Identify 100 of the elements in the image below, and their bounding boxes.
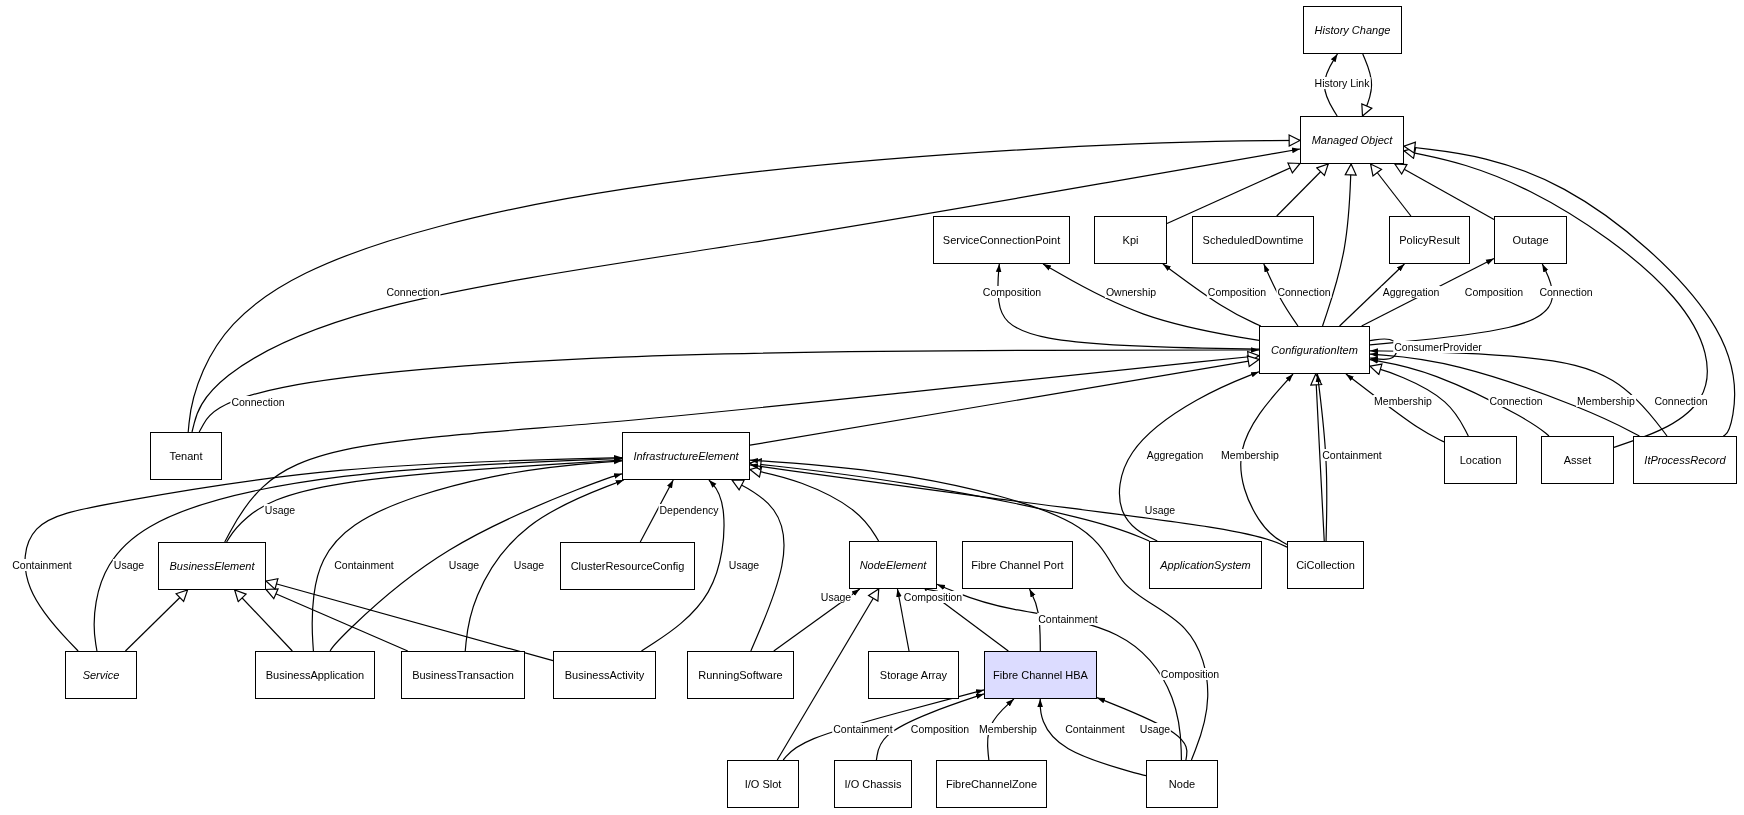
edge-label: Containment — [1321, 449, 1383, 461]
generalization-arrow — [1361, 53, 1373, 117]
class-name: BusinessActivity — [564, 668, 645, 682]
generalization-arrow — [1369, 363, 1469, 437]
class-name: FibreChannelZone — [945, 777, 1038, 791]
edge-label: Dependency — [658, 504, 720, 516]
edge-label: Usage — [263, 504, 297, 516]
edge-label: Usage — [727, 559, 761, 571]
class-box — [1259, 326, 1370, 374]
generalization-arrow — [1276, 163, 1329, 217]
edge-label: Membership — [1373, 395, 1433, 407]
generalization-arrow — [1370, 163, 1412, 217]
class-name: BusinessTransaction — [412, 668, 514, 682]
class-name: ClusterResourceConfig — [570, 559, 685, 573]
generalization-arrow — [1321, 163, 1357, 327]
arrow — [639, 479, 674, 543]
class-box — [255, 651, 375, 699]
arrow — [1369, 358, 1550, 437]
edge-label: Ownership — [1104, 286, 1158, 298]
edge-label: Connection — [1538, 286, 1594, 298]
edge-label: Usage — [819, 591, 853, 603]
class-box — [1192, 216, 1314, 264]
class-name: Managed Object — [1311, 133, 1393, 147]
edge-label: Containment — [1037, 613, 1099, 625]
class-box — [984, 651, 1097, 699]
class-name: ApplicationSystem — [1160, 558, 1251, 572]
generalization-arrow — [265, 578, 554, 662]
edge-label: Composition — [902, 591, 964, 603]
arrow — [875, 693, 985, 761]
arrow — [773, 588, 861, 652]
class-name: CiCollection — [1296, 558, 1355, 572]
class-box — [1303, 6, 1402, 54]
class-box — [1389, 216, 1470, 264]
class-box — [868, 651, 959, 699]
generalization-arrow — [1394, 163, 1495, 221]
class-name: Kpi — [1122, 233, 1139, 247]
class-name: Outage — [1512, 233, 1549, 247]
arrow — [198, 347, 1260, 433]
generalization-arrow — [234, 589, 293, 652]
class-box — [158, 542, 266, 590]
arrow — [896, 588, 910, 652]
edge-label: Containment — [333, 559, 395, 571]
class-box — [560, 542, 695, 590]
class-box — [933, 216, 1070, 264]
arrow — [1240, 373, 1294, 546]
class-box — [553, 651, 656, 699]
class-name: BusinessApplication — [265, 668, 365, 682]
class-box — [622, 432, 750, 480]
class-name: ScheduledDowntime — [1202, 233, 1304, 247]
class-name: I/O Chassis — [844, 777, 902, 791]
class-box — [834, 760, 912, 808]
class-name: ServiceConnectionPoint — [942, 233, 1061, 247]
arrow — [1037, 698, 1147, 777]
edge-label: Connection — [230, 396, 286, 408]
generalization-arrow — [265, 588, 409, 652]
class-box — [1300, 116, 1404, 164]
class-box — [1541, 436, 1614, 484]
class-box — [687, 651, 794, 699]
generalization-arrow — [731, 479, 785, 652]
class-box — [849, 541, 937, 589]
arrow — [1162, 263, 1262, 327]
class-name: BusinessElement — [169, 559, 255, 573]
edge-label: Connection — [1276, 286, 1332, 298]
class-name: Location — [1459, 453, 1502, 467]
edge-label: Membership — [978, 723, 1038, 735]
class-box — [1149, 541, 1262, 589]
arrow — [1339, 263, 1405, 327]
edge-label: Usage — [112, 559, 146, 571]
class-box — [727, 760, 799, 808]
class-name: Node — [1168, 777, 1196, 791]
generalization-arrow — [224, 350, 1260, 543]
edge-label: Aggregation — [1381, 286, 1441, 298]
class-name: Fibre Channel HBA — [993, 668, 1088, 682]
class-box — [150, 432, 222, 480]
edge-label: Composition — [1463, 286, 1525, 298]
class-name: InfrastructureElement — [633, 449, 739, 463]
edge-label: Composition — [981, 286, 1043, 298]
arrow — [749, 457, 1209, 761]
arrow — [1369, 263, 1554, 346]
edge-label: Containment — [11, 559, 73, 571]
class-name: Asset — [1563, 453, 1592, 467]
arrow — [226, 457, 623, 543]
edge-label: Connection — [385, 286, 441, 298]
arrow — [1315, 373, 1328, 542]
class-box — [1146, 760, 1218, 808]
generalization-arrow — [1166, 162, 1301, 225]
generalization-arrow — [749, 355, 1260, 446]
edge-label: Usage — [1138, 723, 1172, 735]
arrow — [1118, 371, 1260, 542]
arrow — [749, 463, 1288, 548]
arrow — [640, 479, 725, 652]
edge-label: Containment — [1064, 723, 1126, 735]
edge-label: Connection — [1488, 395, 1544, 407]
class-name: PolicyResult — [1399, 233, 1460, 247]
class-box — [1094, 216, 1167, 264]
generalization-arrow — [749, 458, 1150, 542]
generalization-arrow — [749, 465, 880, 542]
edge-label: Membership — [1220, 449, 1280, 461]
class-box — [401, 651, 525, 699]
class-name: I/O Slot — [744, 777, 782, 791]
